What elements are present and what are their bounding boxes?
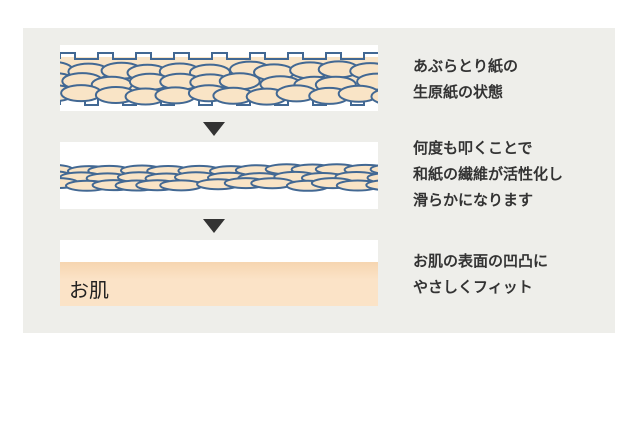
fiber (369, 164, 378, 175)
raw-paper-illustration (60, 45, 378, 111)
fiber (370, 89, 378, 104)
caption-line: 和紙の繊維が活性化し (413, 165, 564, 183)
fiber (159, 179, 204, 192)
beaten-paper-fibers (60, 163, 378, 192)
step-3-caption: お肌の表面の凹凸に やさしくフィット (413, 248, 548, 300)
caption-line: やさしくフィット (413, 278, 533, 296)
skin-surface (60, 262, 378, 306)
skin-illustration: お肌 (60, 240, 378, 306)
caption-line: 滑らかになります (413, 191, 534, 209)
step-1-caption: あぶらとり紙の 生原紙の状態 (413, 53, 518, 105)
fiber (218, 72, 261, 91)
caption-line: 生原紙の状態 (413, 83, 504, 101)
step-2-caption: 何度も叩くことで 和紙の繊維が活性化し 滑らかになります (413, 135, 563, 213)
fiber (365, 179, 378, 191)
caption-line: 何度も叩くことで (413, 139, 533, 157)
skin-label: お肌 (69, 278, 109, 302)
down-arrow-icon (203, 219, 225, 233)
raw-paper-fibers (60, 52, 378, 106)
beaten-paper-illustration (60, 142, 378, 209)
caption-line: お肌の表面の凹凸に (413, 252, 549, 270)
down-arrow-icon (203, 122, 225, 136)
caption-line: あぶらとり紙の (413, 57, 519, 75)
fiber (337, 84, 378, 103)
fiber (60, 84, 103, 103)
